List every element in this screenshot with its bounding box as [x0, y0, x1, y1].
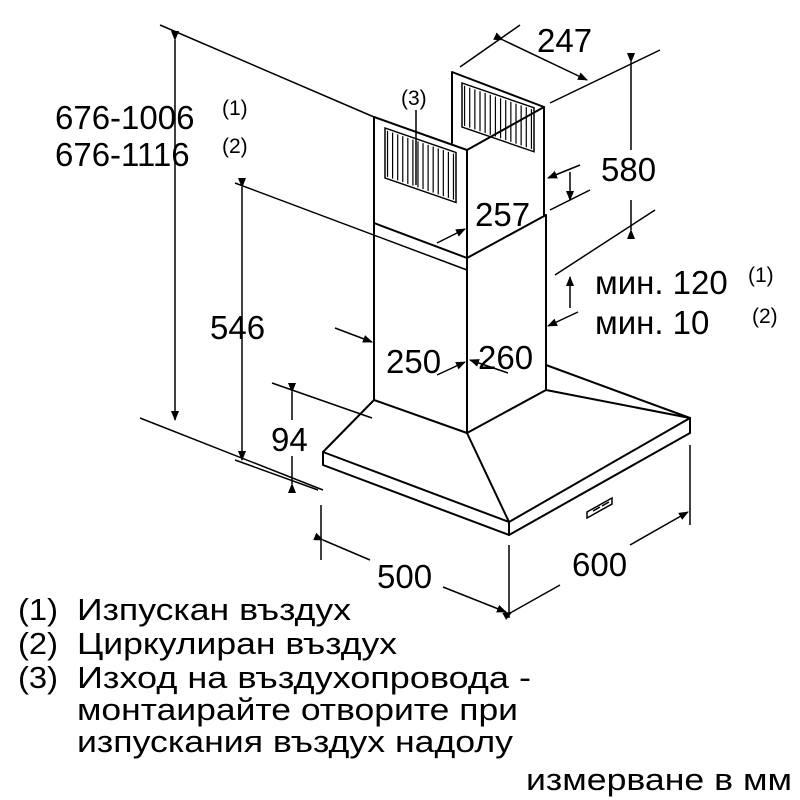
legend-text-4: монтаирайте отворите при	[77, 692, 518, 727]
total-height-recirc-label: 676-1116	[55, 136, 190, 173]
vent-note-label: (3)	[401, 87, 427, 110]
dimension-lines	[139, 24, 691, 620]
upper-chimney-width-label: 257	[475, 196, 530, 233]
hood-canopy	[322, 364, 691, 536]
units-note: измерване в мм	[526, 762, 792, 797]
hood-depth-label: 500	[377, 558, 432, 595]
min-gap-recirc-label: мин. 10	[595, 304, 709, 341]
legend-num-2: (2)	[18, 626, 58, 661]
total-height-exhaust-label: 676-1006	[55, 99, 194, 136]
legend: (1) Изпускан въздух (2) Циркулиран възду…	[18, 592, 792, 797]
legend-text-3: Изход на въздухопровода -	[77, 660, 531, 695]
upper-chimney-height-label: 580	[601, 151, 656, 188]
legend-text-1: Изпускан въздух	[77, 592, 352, 627]
min-gap-note-1: (1)	[748, 264, 774, 287]
range-hood-drawing	[322, 71, 691, 536]
lower-chimney-width-label: 250	[386, 343, 441, 380]
lower-height-label: 546	[210, 309, 265, 346]
hood-height-label: 94	[271, 421, 308, 458]
chimney-depth-label: 247	[537, 22, 592, 59]
upper-chimney	[373, 71, 545, 259]
min-gap-note-2: (2)	[752, 305, 778, 328]
lower-chimney	[373, 214, 547, 434]
control-panel-icon	[586, 496, 613, 520]
legend-num-3: (3)	[18, 660, 58, 695]
legend-num-1: (1)	[18, 592, 58, 627]
min-gap-exhaust-label: мин. 120	[595, 264, 728, 301]
vent-slots-icon	[384, 81, 535, 204]
legend-text-5: изпускания въздух надолу	[77, 724, 514, 759]
hood-width-label: 600	[572, 546, 627, 583]
note-2-label: (2)	[222, 135, 248, 158]
note-1-label: (1)	[222, 97, 248, 120]
lower-chimney-depth-label: 260	[478, 339, 533, 376]
legend-text-2: Циркулиран въздух	[77, 626, 398, 661]
